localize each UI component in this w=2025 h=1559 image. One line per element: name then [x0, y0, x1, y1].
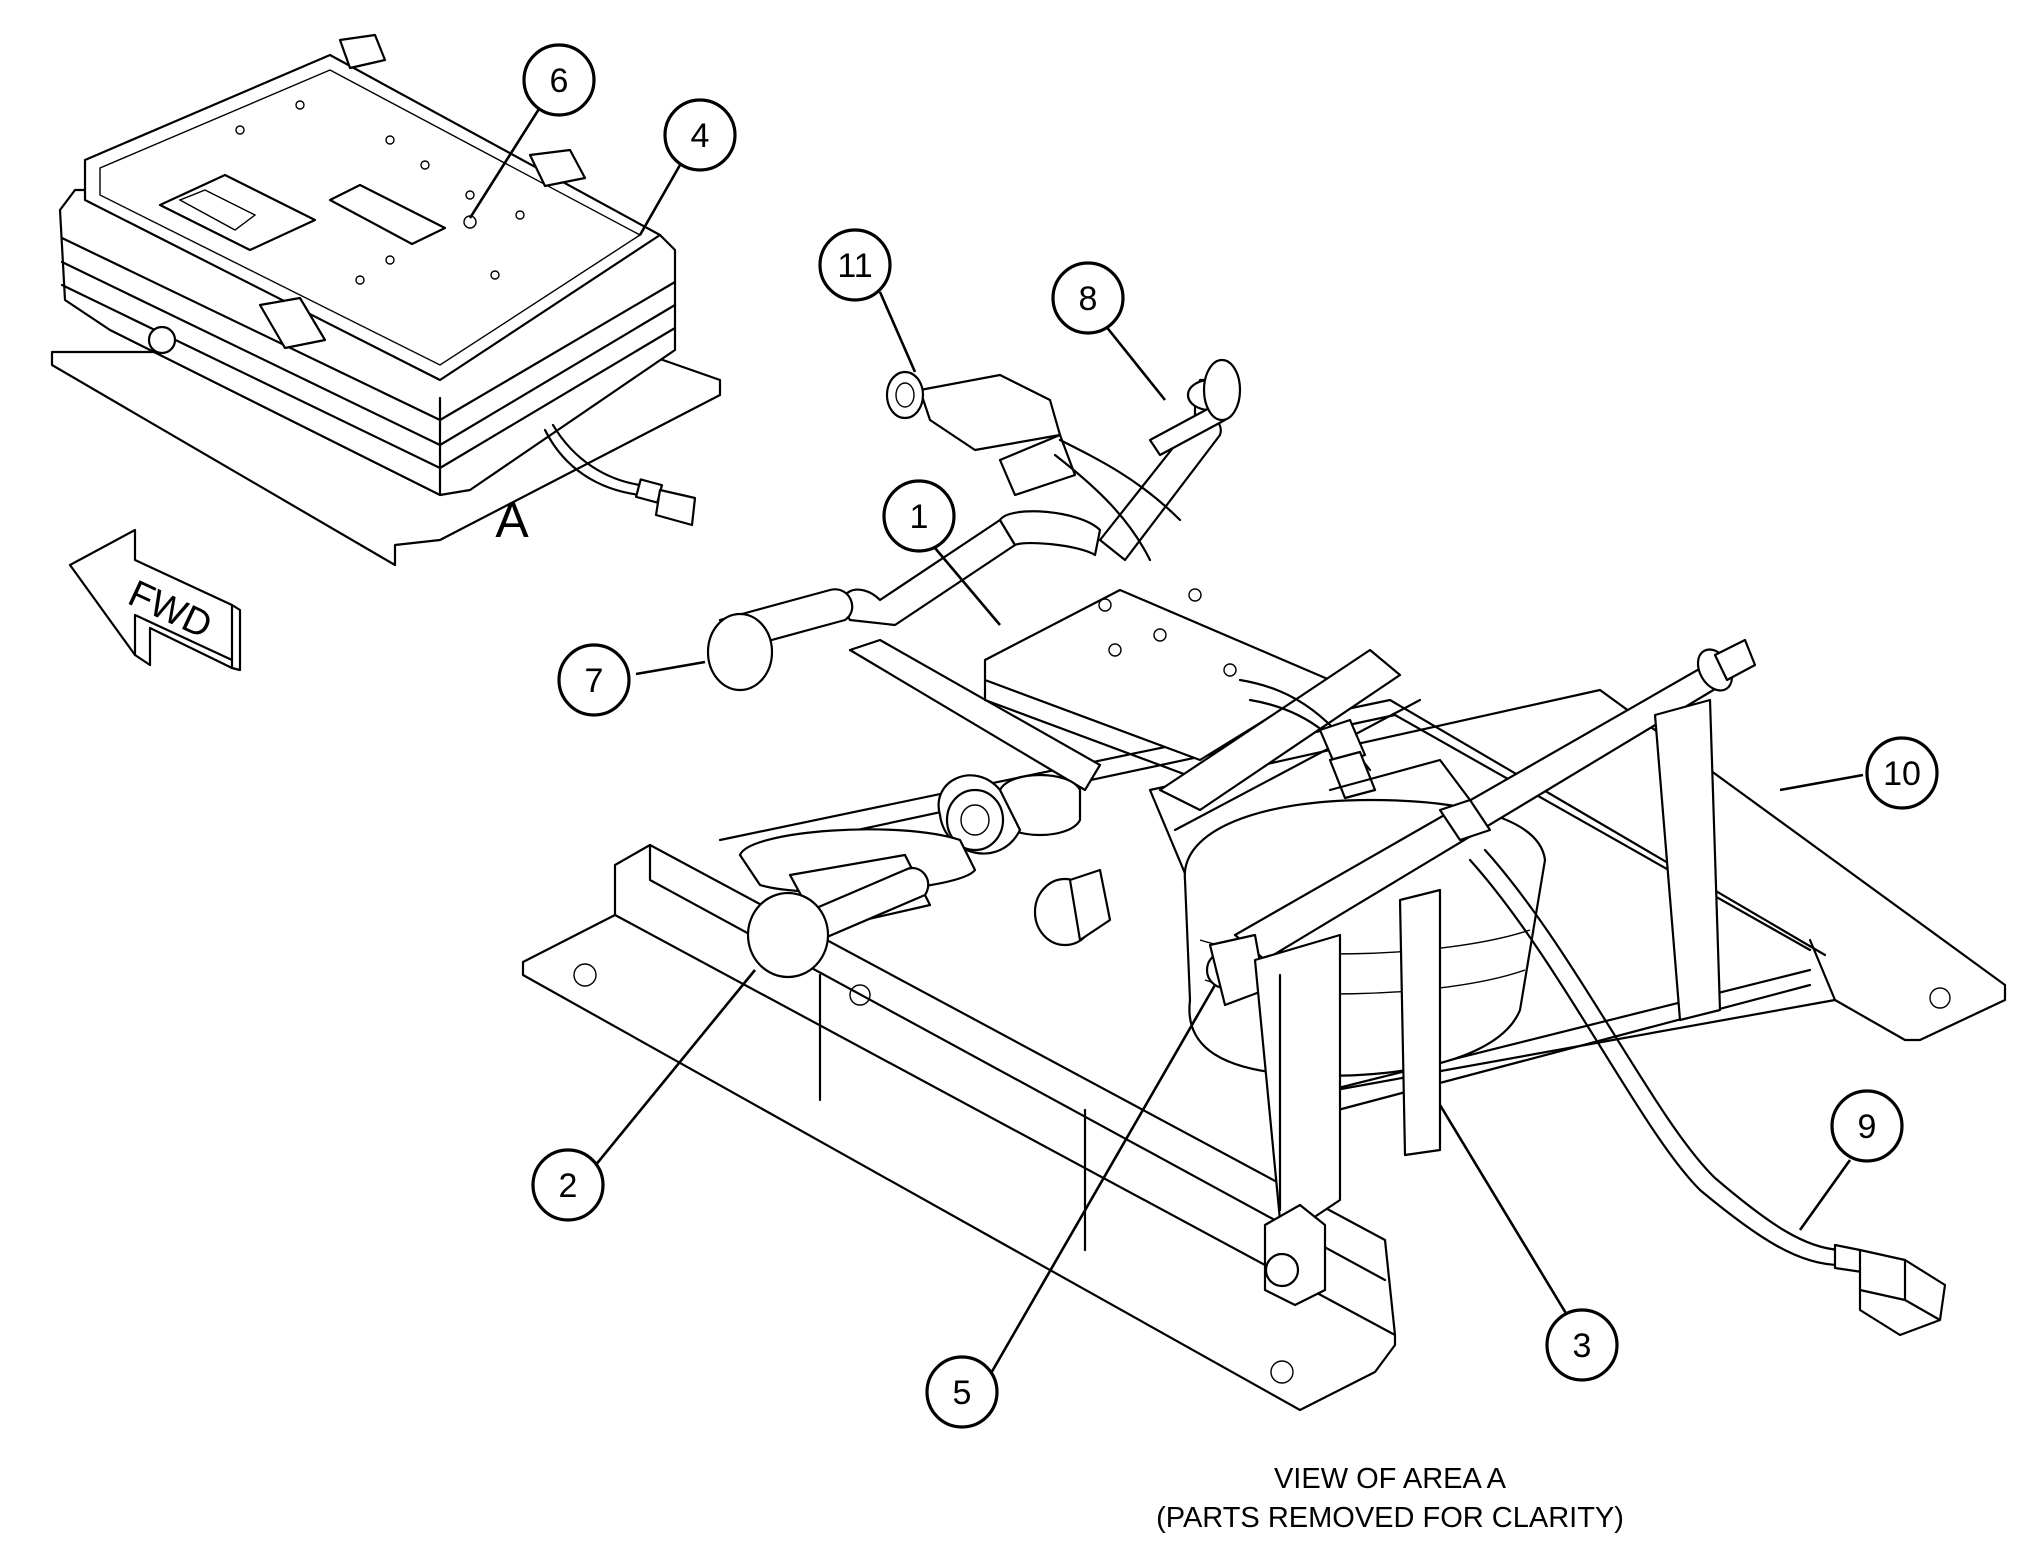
- leader-8: [1103, 324, 1167, 401]
- callout-label: 2: [559, 1167, 578, 1205]
- leader-1: [934, 547, 1001, 626]
- callout-11: 11: [818, 228, 892, 302]
- leader-4: [638, 164, 682, 236]
- leader-7: [635, 660, 706, 676]
- leader-9: [1798, 1159, 1852, 1231]
- callout-5: 5: [925, 1355, 999, 1429]
- forward-arrow-icon: FWD: [68, 528, 242, 672]
- callout-3: 3: [1545, 1308, 1619, 1382]
- leader-5: [988, 984, 1217, 1376]
- caption-line-2: (PARTS REMOVED FOR CLARITY): [1156, 1502, 1624, 1534]
- callout-label: 6: [550, 62, 569, 100]
- leader-lines: [468, 81, 1864, 1376]
- seat-suspension-assembly: [50, 33, 722, 567]
- leader-2: [588, 969, 757, 1173]
- callout-label: 9: [1858, 1108, 1877, 1146]
- callout-label: 5: [953, 1374, 972, 1412]
- leader-10: [1779, 773, 1864, 792]
- callout-7: 7: [557, 643, 631, 717]
- view-letter: A: [495, 492, 529, 548]
- callout-10: 10: [1865, 736, 1939, 810]
- caption-line-1: VIEW OF AREA A: [1274, 1463, 1507, 1495]
- callout-label: 3: [1573, 1327, 1592, 1365]
- callout-label: 1: [910, 498, 929, 536]
- callout-6: 6: [522, 43, 596, 117]
- callout-1: 1: [882, 479, 956, 553]
- leader-11: [878, 291, 917, 373]
- leader-3: [1438, 1104, 1572, 1321]
- callout-label: 4: [691, 117, 710, 155]
- callout-label: 11: [837, 247, 872, 285]
- callout-label: 8: [1079, 280, 1098, 318]
- callout-9: 9: [1830, 1089, 1904, 1163]
- callout-2: 2: [531, 1148, 605, 1222]
- callout-4: 4: [663, 98, 737, 172]
- suspension-frame-view: [521, 358, 2007, 1412]
- callout-8: 8: [1051, 261, 1125, 335]
- callout-label: 7: [585, 662, 604, 700]
- callout-label: 10: [1883, 755, 1921, 793]
